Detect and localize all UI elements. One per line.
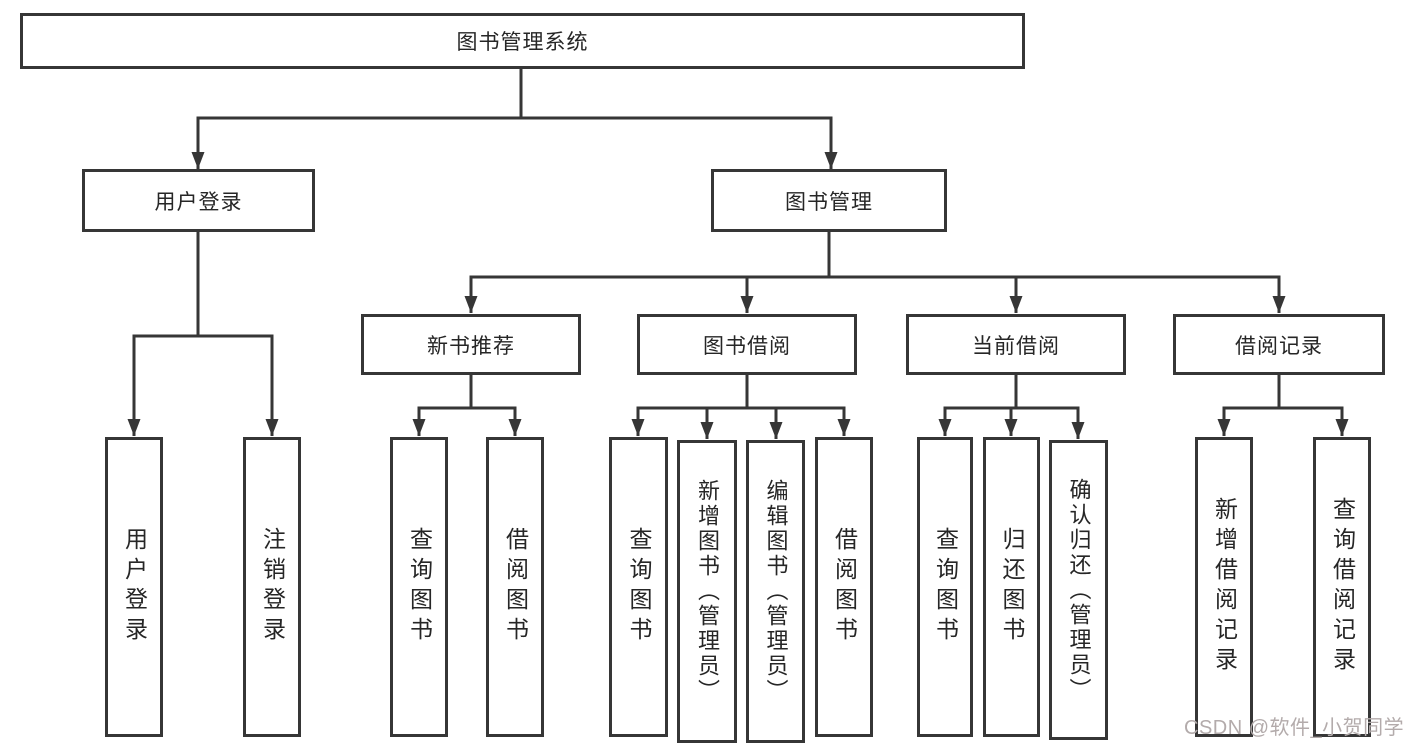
leaf-logout: 注销登录 — [243, 437, 301, 737]
node-label: 查询借阅记录 — [1329, 497, 1356, 677]
node-user-login: 用户登录 — [82, 169, 315, 232]
node-label: 借阅图书 — [502, 527, 529, 647]
node-label: 借阅图书 — [831, 527, 858, 647]
leaf-add-borrow-record: 新增借阅记录 — [1195, 437, 1253, 737]
leaf-query-borrow-record: 查询借阅记录 — [1313, 437, 1371, 737]
leaf-query-books-borrow: 查询图书 — [609, 437, 668, 737]
node-label: 图书借阅 — [703, 334, 791, 358]
node-label: 图书管理 — [785, 190, 873, 214]
node-label: 图书管理系统 — [456, 31, 589, 54]
leaf-query-books-recommend: 查询图书 — [390, 437, 448, 737]
node-label: 查询图书 — [626, 527, 652, 647]
leaf-user-login: 用户登录 — [105, 437, 163, 737]
node-book-management: 图书管理 — [711, 169, 947, 232]
node-label: 借阅记录 — [1235, 334, 1323, 358]
leaf-borrow-books-recommend: 借阅图书 — [486, 437, 544, 737]
csdn-watermark: CSDN @软件_小贺同学 — [1184, 717, 1405, 739]
leaf-borrow-book: 借阅图书 — [815, 437, 873, 737]
node-label: 编辑图书（管理员） — [763, 479, 789, 704]
node-label: 确认归还（管理员） — [1066, 477, 1092, 703]
leaf-confirm-return-admin: 确认归还（管理员） — [1049, 440, 1108, 740]
node-label: 新增借阅记录 — [1211, 497, 1238, 677]
leaf-add-book-admin: 新增图书（管理员） — [677, 440, 737, 743]
node-book-borrow: 图书借阅 — [637, 314, 857, 375]
node-label: 查询图书 — [932, 527, 959, 647]
leaf-query-books-current: 查询图书 — [917, 437, 973, 737]
node-label: 注销登录 — [259, 527, 286, 647]
node-new-book-recommend: 新书推荐 — [361, 314, 581, 375]
node-label: 查询图书 — [406, 527, 433, 647]
node-root-library-system: 图书管理系统 — [20, 13, 1025, 69]
node-label: 用户登录 — [154, 190, 243, 214]
node-label: 归还图书 — [999, 527, 1025, 647]
leaf-return-book: 归还图书 — [983, 437, 1040, 737]
node-label: 新书推荐 — [427, 334, 515, 358]
node-label: 当前借阅 — [972, 334, 1060, 358]
node-borrow-records: 借阅记录 — [1173, 314, 1385, 375]
node-label: 新增图书（管理员） — [695, 479, 720, 704]
node-label: 用户登录 — [121, 527, 148, 647]
node-current-borrow: 当前借阅 — [906, 314, 1126, 375]
leaf-edit-book-admin: 编辑图书（管理员） — [746, 440, 805, 743]
